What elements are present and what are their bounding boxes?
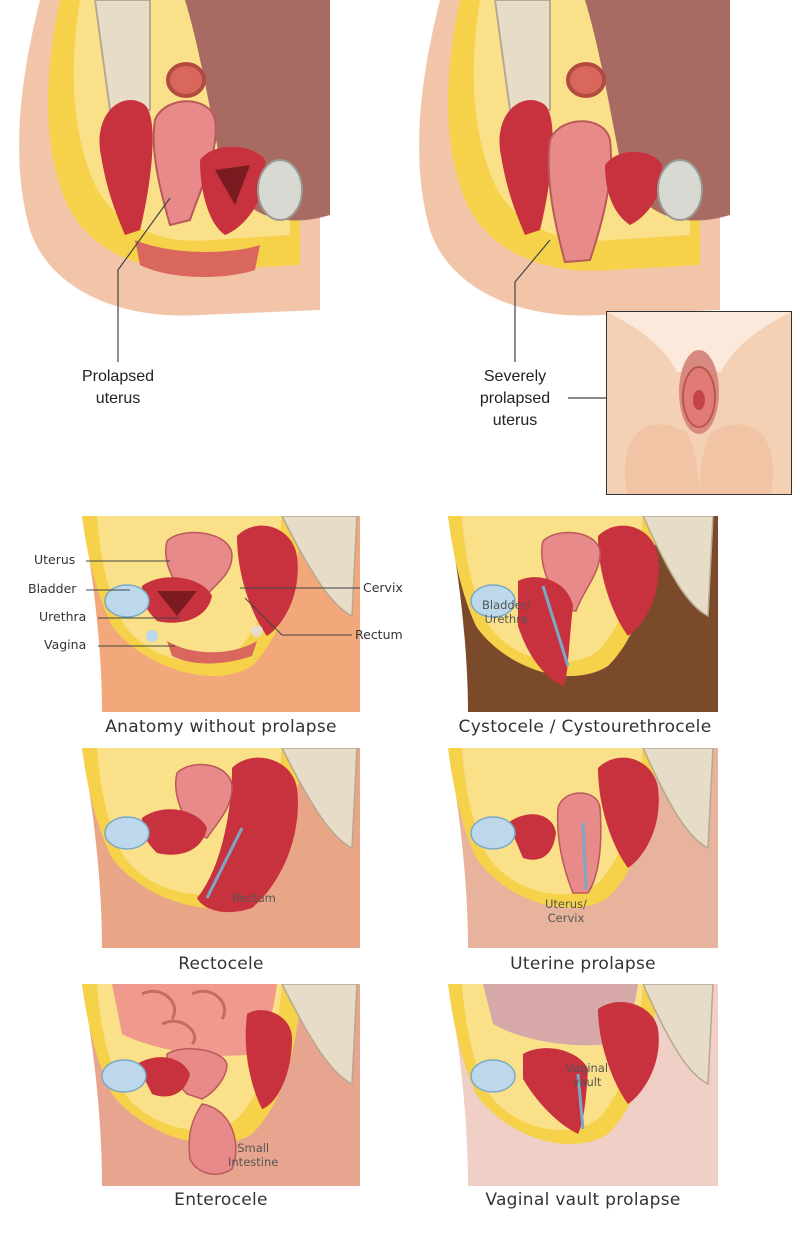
caption-anatomy: Anatomy without prolapse	[105, 717, 337, 737]
uterine-inner-label: Uterus/ Cervix	[545, 897, 587, 925]
severely-prolapsed-uterus-label: Severely prolapsed uterus	[479, 368, 551, 429]
label-cervix: Cervix	[363, 580, 403, 595]
caption-vaginal-vault: Vaginal vault prolapse	[485, 1190, 681, 1210]
cystocele-panel	[448, 516, 718, 712]
label-vagina: Vagina	[44, 637, 87, 652]
anatomy-panel	[82, 516, 360, 712]
top-right-illustration	[400, 0, 760, 320]
caption-cystocele: Cystocele / Cystourethrocele	[458, 717, 712, 737]
vaginal-vault-panel	[448, 984, 718, 1186]
prolapsed-uterus-label: Prolapsed uterus	[81, 368, 155, 407]
rectocele-inner-label: Rectum	[232, 891, 276, 905]
label-uterus: Uterus	[34, 552, 76, 567]
external-view-inset	[606, 311, 792, 495]
top-left-illustration	[0, 0, 340, 345]
leader-line-left	[117, 197, 171, 362]
rectocele-panel	[82, 748, 360, 948]
uterine-prolapse-panel	[448, 748, 718, 948]
enterocele-panel	[82, 984, 360, 1186]
label-urethra: Urethra	[39, 609, 87, 624]
label-rectum: Rectum	[355, 627, 403, 642]
cystocele-inner-label: Bladder/ Urethra	[482, 598, 531, 626]
caption-uterine: Uterine prolapse	[510, 954, 656, 974]
caption-enterocele: Enterocele	[174, 1190, 268, 1210]
enterocele-inner-label: Small Intestine	[228, 1141, 279, 1169]
caption-rectocele: Rectocele	[178, 954, 264, 974]
vault-inner-label: Vaginal vault	[566, 1061, 609, 1089]
label-bladder: Bladder	[28, 581, 77, 596]
anatomy-leader-lines	[86, 560, 360, 647]
